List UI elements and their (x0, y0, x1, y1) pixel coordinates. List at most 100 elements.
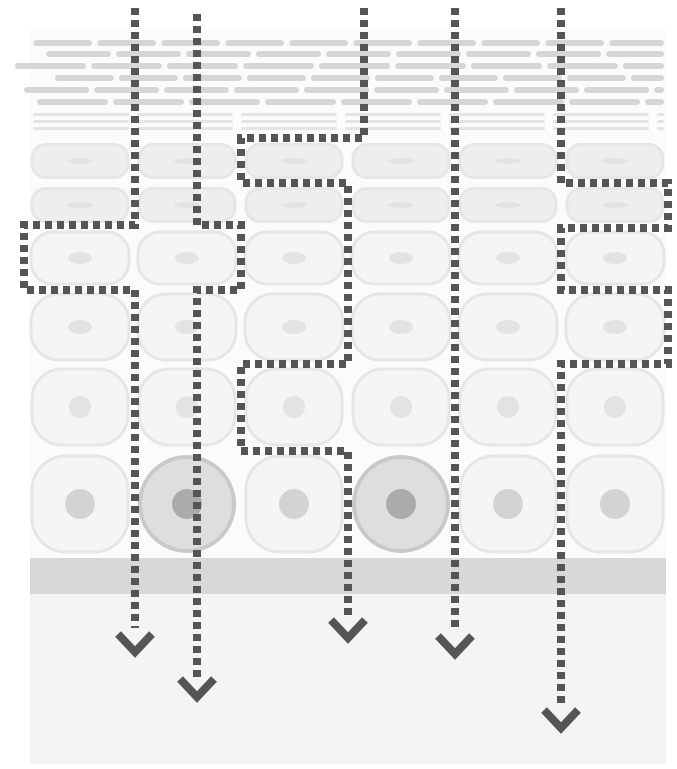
cell-nucleus (68, 252, 92, 264)
cell-nucleus (496, 320, 520, 334)
cell-nucleus (388, 158, 414, 164)
cell-nucleus (388, 202, 414, 208)
cell-basale (32, 456, 128, 552)
corneocyte (167, 63, 238, 69)
corneocyte (569, 99, 640, 105)
corneum-transition-line (553, 127, 649, 130)
corneum-transition-line (241, 120, 337, 123)
cell-granulosum-lower (567, 189, 663, 222)
cell-basale (354, 457, 448, 551)
cell-nucleus (495, 158, 521, 164)
cell-nucleus (602, 158, 628, 164)
cell-nucleus (390, 396, 412, 418)
cell-spinosum-lower (567, 369, 663, 445)
cell-nucleus (69, 396, 91, 418)
cell-nucleus (67, 202, 93, 208)
corneum-transition-line (137, 120, 233, 123)
corneocyte (493, 99, 564, 105)
cell-basale (246, 456, 342, 552)
corneocyte (247, 75, 306, 81)
corneocyte (545, 40, 604, 46)
cell-granulosum-upper (567, 145, 663, 178)
corneum-transition-line (345, 120, 441, 123)
cell-spinosum-middle (566, 294, 664, 360)
cell-granulosum-lower (139, 189, 235, 222)
cell-spinosum-middle (352, 294, 450, 360)
corneum-transition-line (449, 113, 545, 116)
corneum-transition-line (553, 113, 649, 116)
corneocyte (326, 51, 391, 57)
corneum-transition-line (33, 127, 129, 130)
corneocyte (375, 75, 434, 81)
cell-spinosum-middle (459, 294, 557, 360)
corneum-transition-line (553, 120, 649, 123)
corneocyte (161, 40, 220, 46)
corneum-transition-line (33, 120, 129, 123)
cell-granulosum-lower (32, 189, 128, 222)
cell-spinosum-upper (31, 232, 129, 284)
cell-spinosum-upper (459, 232, 557, 284)
cell-nucleus (281, 202, 307, 208)
cell-spinosum-lower (139, 369, 235, 445)
corneocyte (97, 40, 156, 46)
corneum-transition-line (657, 113, 664, 116)
cell-nucleus (602, 202, 628, 208)
cell-nucleus (389, 252, 413, 264)
corneocyte (514, 87, 579, 93)
corneocyte (341, 99, 412, 105)
cell-nucleus (279, 489, 309, 519)
corneum-transition-line (657, 120, 664, 123)
corneocyte (609, 40, 664, 46)
corneocyte (503, 75, 562, 81)
cell-basale (140, 457, 234, 551)
corneum-transition-line (33, 113, 129, 116)
corneocyte (304, 87, 369, 93)
cell-nucleus (281, 158, 307, 164)
highlighted-cell-nucleus (386, 489, 416, 519)
cell-spinosum-lower (246, 369, 342, 445)
corneocyte (584, 87, 649, 93)
cell-spinosum-lower (460, 369, 556, 445)
corneocyte (374, 87, 439, 93)
corneocyte (119, 75, 178, 81)
corneocyte (631, 75, 664, 81)
corneum-transition-line (137, 127, 233, 130)
corneocyte (15, 63, 86, 69)
cell-granulosum-upper (460, 145, 556, 178)
corneocyte (439, 75, 498, 81)
cell-spinosum-middle (245, 294, 343, 360)
cell-basale (567, 456, 663, 552)
cell-granulosum-lower (246, 189, 342, 222)
cell-spinosum-lower (353, 369, 449, 445)
corneocyte (113, 99, 184, 105)
corneocyte (654, 87, 664, 93)
cell-spinosum-middle (138, 294, 236, 360)
corneum-transition-line (345, 113, 441, 116)
corneum-transition-line (449, 127, 545, 130)
cell-nucleus (496, 252, 520, 264)
corneum-transition-line (449, 120, 545, 123)
cell-nucleus (495, 202, 521, 208)
corneocyte (116, 51, 181, 57)
cell-nucleus (282, 252, 306, 264)
corneum-transition-line (137, 113, 233, 116)
cell-granulosum-lower (460, 189, 556, 222)
cell-nucleus (600, 489, 630, 519)
corneocyte (225, 40, 284, 46)
corneocyte (471, 63, 542, 69)
corneocyte (319, 63, 390, 69)
corneocyte (536, 51, 601, 57)
corneocyte (606, 51, 664, 57)
corneocyte (91, 63, 162, 69)
cell-spinosum-middle (31, 294, 129, 360)
corneocyte (481, 40, 540, 46)
corneocyte (55, 75, 114, 81)
corneocyte (417, 40, 476, 46)
corneum-transition-line (345, 127, 441, 130)
cell-nucleus (68, 320, 92, 334)
cell-basale (460, 456, 556, 552)
cell-spinosum-lower (32, 369, 128, 445)
corneum-transition-line (241, 127, 337, 130)
